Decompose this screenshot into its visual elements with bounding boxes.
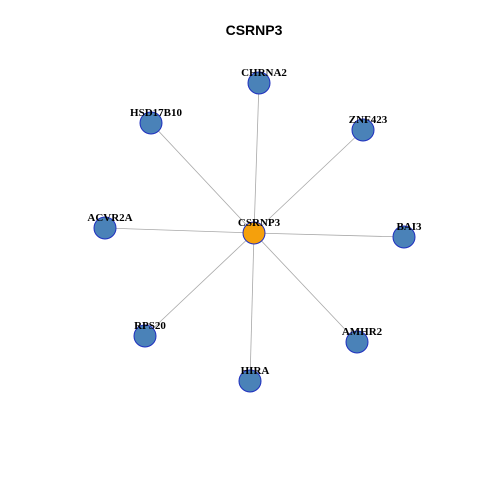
edge-layer xyxy=(104,82,405,382)
node-label-hsd17b10: HSD17B10 xyxy=(130,107,182,119)
edge-csrnp3-znf423 xyxy=(253,129,364,234)
edge-csrnp3-rps20 xyxy=(144,232,255,337)
node-rps20 xyxy=(133,324,157,348)
node-label-znf423: ZNF423 xyxy=(349,114,388,126)
node-label-chrna2: CHRNA2 xyxy=(241,67,287,79)
node-label-bai3: BAI3 xyxy=(396,221,422,233)
node-amhr2 xyxy=(345,330,369,354)
node-label-amhr2: AMHR2 xyxy=(342,326,383,338)
node-acvr2a xyxy=(93,216,117,240)
hub-node-csrnp3 xyxy=(242,221,266,245)
graph-title: CSRNP3 xyxy=(226,22,283,38)
node-label-hira: HIRA xyxy=(241,365,270,377)
node-znf423 xyxy=(351,118,375,142)
node-label-acvr2a: ACVR2A xyxy=(87,212,132,224)
node-hira xyxy=(238,369,262,393)
edge-csrnp3-bai3 xyxy=(253,232,405,238)
edge-csrnp3-hira xyxy=(249,232,255,382)
node-label-rps20: RPS20 xyxy=(134,320,166,332)
edge-csrnp3-amhr2 xyxy=(253,232,358,343)
node-label-csrnp3: CSRNP3 xyxy=(238,217,281,229)
node-bai3 xyxy=(392,225,416,249)
node-hsd17b10 xyxy=(139,111,163,135)
node-layer xyxy=(93,71,416,393)
edge-csrnp3-acvr2a xyxy=(104,227,255,234)
edge-csrnp3-chrna2 xyxy=(253,82,260,234)
node-chrna2 xyxy=(247,71,271,95)
edge-csrnp3-hsd17b10 xyxy=(150,122,255,234)
